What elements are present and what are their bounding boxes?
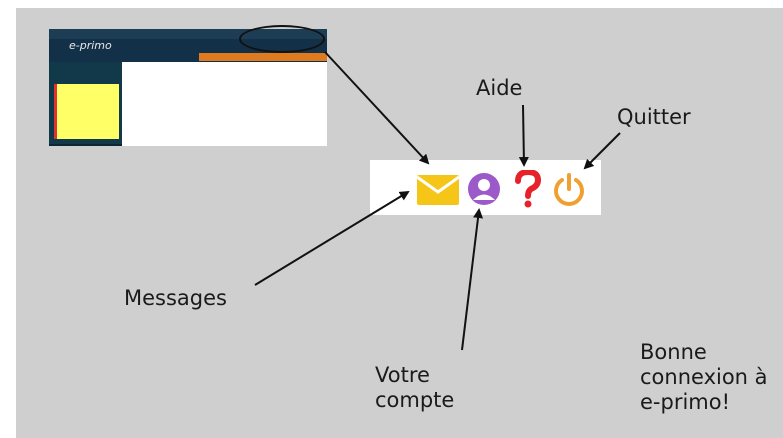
highlight-ellipse	[239, 25, 325, 53]
thumbnail-menu-bar	[199, 53, 327, 61]
user-icon[interactable]	[467, 172, 501, 206]
question-mark-icon[interactable]	[513, 170, 543, 208]
arrow-votre-compte	[461, 208, 483, 351]
envelope-icon[interactable]	[416, 174, 460, 206]
thumbnail-logo: e-primo	[69, 39, 112, 52]
icon-bar	[370, 160, 601, 215]
arrow-quitter	[583, 132, 621, 170]
label-messages: Messages	[124, 286, 227, 310]
label-votre-compte: Votre compte	[375, 363, 455, 413]
thumbnail-yellow-note	[54, 84, 119, 139]
arrow-ellipse-to-icons	[324, 51, 430, 165]
arrow-messages	[254, 190, 410, 286]
thumbnail-topbar	[49, 29, 327, 39]
label-quitter: Quitter	[617, 105, 691, 129]
label-aide: Aide	[476, 76, 523, 100]
arrow-aide	[518, 104, 529, 167]
label-bonne-connexion: Bonne connexion à e-primo!	[640, 340, 768, 415]
thumbnail-main-panel	[122, 62, 327, 146]
thumbnail-footer	[49, 144, 122, 146]
power-icon[interactable]	[552, 172, 586, 208]
